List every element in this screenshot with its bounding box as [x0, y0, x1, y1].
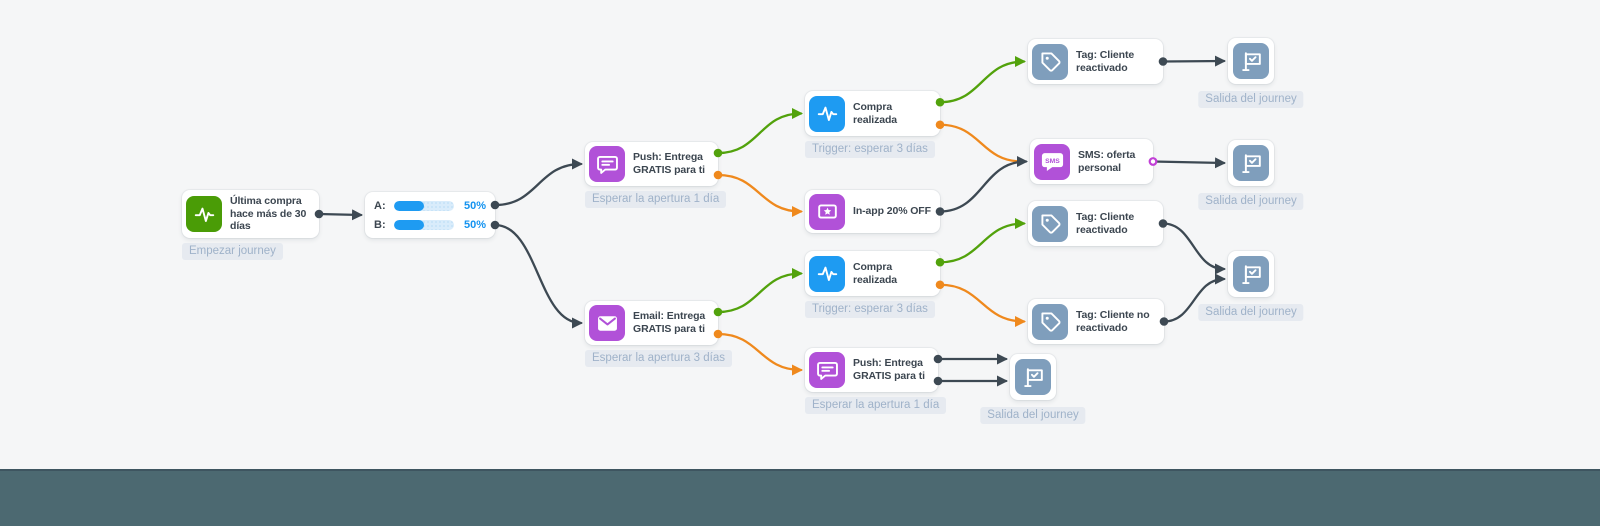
split-branch-label: A: — [374, 199, 386, 212]
bottom-bar — [0, 469, 1600, 526]
pulse-icon — [809, 95, 845, 132]
tag-icon — [1032, 43, 1068, 80]
ticket-icon — [809, 193, 845, 230]
flag-icon — [1233, 43, 1269, 79]
sms-bubble-icon: SMS — [1034, 143, 1070, 180]
split-branch-row: A: 50% — [374, 200, 486, 212]
node-status-label: Empezar journey — [182, 243, 283, 260]
edge-email-1-to-compra-2 — [716, 268, 803, 314]
node-title: Tag: Cliente no reactivado — [1076, 308, 1150, 334]
tag-icon — [1032, 303, 1068, 340]
node-title: Tag: Cliente reactivado — [1076, 210, 1135, 236]
journey-node-start[interactable]: Última compra hace más de 30 días — [182, 190, 319, 238]
node-title: Última compra hace más de 30 días — [230, 194, 307, 233]
journey-node-push-1[interactable]: Push: Entrega GRATIS para ti — [585, 142, 718, 186]
edge-inapp-offer-to-sms-offer — [938, 156, 1028, 213]
journey-node-exit-1[interactable] — [1228, 38, 1274, 84]
journey-node-push-2[interactable]: Push: Entrega GRATIS para ti — [805, 348, 938, 392]
edge-push-1-to-compra-1 — [716, 108, 803, 155]
node-title: In-app 20% OFF — [853, 205, 931, 218]
journey-node-exit-4[interactable] — [1010, 354, 1056, 400]
edge-compra-1-to-sms-offer — [938, 123, 1024, 163]
node-status-label: Trigger: esperar 3 días — [805, 301, 935, 318]
edge-sms-offer-to-exit-2 — [1151, 157, 1226, 169]
node-status-label: Salida del journey — [1198, 193, 1304, 210]
pulse-icon — [809, 255, 845, 292]
edge-compra-2-to-tag-no-reactivado — [938, 283, 1026, 327]
split-percentage: 50% — [463, 218, 486, 231]
edge-ab-split-to-email-1 — [493, 223, 583, 329]
node-title: SMS: oferta personal — [1078, 148, 1136, 174]
push-message-icon — [589, 146, 625, 182]
tag-icon — [1032, 205, 1068, 242]
journey-node-exit-3[interactable] — [1228, 251, 1274, 297]
edge-push-1-to-inapp-offer — [716, 173, 803, 217]
email-icon — [589, 305, 625, 341]
node-title: Push: Entrega GRATIS para ti — [633, 151, 705, 176]
journey-node-email-1[interactable]: Email: Entrega GRATIS para ti — [585, 301, 718, 345]
ab-split-rows: A: 50% B: 50% — [365, 200, 495, 231]
node-status-label: Esperar la apertura 1 día — [805, 397, 947, 414]
node-title: Compra realizada — [853, 260, 898, 286]
edge-tag-reactivado-2-to-exit-3 — [1161, 222, 1226, 275]
journey-node-tag-reactivado-2[interactable]: Tag: Cliente reactivado — [1028, 201, 1163, 246]
journey-node-compra-2[interactable]: Compra realizada — [805, 251, 940, 296]
split-progress-bar — [394, 219, 454, 230]
flag-icon — [1015, 359, 1051, 395]
node-status-label: Esperar la apertura 3 días — [585, 350, 732, 367]
node-status-label: Salida del journey — [1198, 304, 1304, 321]
flag-icon — [1233, 145, 1269, 181]
edge-ab-split-to-push-1 — [493, 158, 583, 207]
journey-node-tag-reactivado-1[interactable]: Tag: Cliente reactivado — [1028, 39, 1163, 84]
split-progress-fill — [394, 219, 424, 230]
push-message-icon — [809, 352, 845, 388]
journey-node-tag-no-reactivado[interactable]: Tag: Cliente no reactivado — [1028, 299, 1164, 344]
edge-compra-1-to-tag-reactivado-1 — [938, 56, 1026, 104]
node-status-label: Salida del journey — [1198, 91, 1304, 108]
pulse-icon — [186, 196, 222, 232]
split-progress-fill — [394, 200, 424, 211]
journey-node-compra-1[interactable]: Compra realizada — [805, 91, 940, 136]
journey-node-sms-offer[interactable]: SMS SMS: oferta personal — [1030, 139, 1153, 184]
node-status-label: Trigger: esperar 3 días — [805, 141, 935, 158]
node-status-label: Salida del journey — [980, 407, 1086, 424]
node-status-label: Esperar la apertura 1 día — [585, 191, 727, 208]
edge-tag-reactivado-1-to-exit-1 — [1161, 55, 1226, 67]
node-title: Compra realizada — [853, 100, 898, 126]
edge-compra-2-to-tag-reactivado-2 — [938, 218, 1026, 264]
edge-start-to-ab-split — [317, 209, 363, 221]
journey-node-ab-split[interactable]: A: 50% B: 50% — [365, 192, 495, 238]
flag-icon — [1233, 256, 1269, 292]
node-title: Email: Entrega GRATIS para ti — [633, 310, 706, 335]
node-title: Tag: Cliente reactivado — [1076, 48, 1135, 74]
split-branch-label: B: — [374, 218, 386, 231]
node-title: Push: Entrega GRATIS para ti — [853, 357, 925, 382]
split-branch-row: B: 50% — [374, 219, 486, 231]
journey-node-inapp-offer[interactable]: In-app 20% OFF — [805, 190, 940, 233]
journey-node-exit-2[interactable] — [1228, 140, 1274, 186]
split-progress-bar — [394, 200, 454, 211]
split-percentage: 50% — [463, 199, 486, 212]
svg-text:SMS: SMS — [1045, 158, 1060, 165]
